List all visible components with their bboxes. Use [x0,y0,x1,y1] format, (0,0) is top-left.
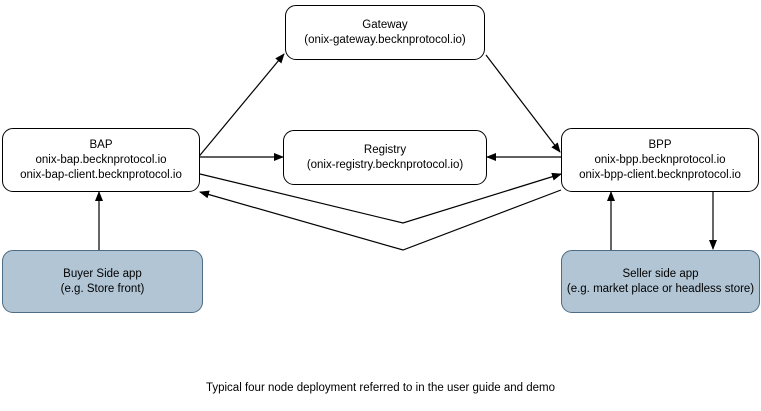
node-buyer-side-app[interactable]: Buyer Side app (e.g. Store front) [2,250,203,313]
node-registry-subtitle: (onix-registry.becknprotocol.io) [306,158,464,171]
node-bap-title: BAP [89,138,113,151]
edge-gateway-to-bpp [485,54,561,153]
node-gateway-subtitle: (onix-gateway.becknprotocol.io) [304,33,466,46]
edge-bap-to-gateway [195,53,285,161]
node-gateway-title: Gateway [362,18,408,31]
edge-bpp-to-bap [199,189,562,251]
node-buyer-side-app-subtitle: (e.g. Store front) [60,282,145,295]
node-registry-title: Registry [363,143,407,156]
node-seller-side-app[interactable]: Seller side app (e.g. market place or he… [561,250,760,313]
node-bpp-client-host: onix-bpp-client.becknprotocol.io [579,168,741,181]
node-registry[interactable]: Registry (onix-registry.becknprotocol.io… [283,130,487,185]
node-bap-client-host: onix-bap-client.becknprotocol.io [20,168,182,181]
diagram-caption: Typical four node deployment referred to… [205,382,556,394]
node-buyer-side-app-title: Buyer Side app [63,267,142,280]
node-bpp[interactable]: BPP onix-bpp.becknprotocol.io onix-bpp-c… [561,128,759,192]
node-seller-side-app-subtitle: (e.g. market place or headless store) [566,282,755,295]
node-bpp-title: BPP [648,138,672,151]
node-bpp-host: onix-bpp.becknprotocol.io [594,153,726,166]
node-seller-side-app-title: Seller side app [622,267,699,280]
node-gateway[interactable]: Gateway (onix-gateway.becknprotocol.io) [285,5,485,60]
node-bap[interactable]: BAP onix-bap.becknprotocol.io onix-bap-c… [2,128,200,192]
node-bap-host: onix-bap.becknprotocol.io [35,153,167,166]
